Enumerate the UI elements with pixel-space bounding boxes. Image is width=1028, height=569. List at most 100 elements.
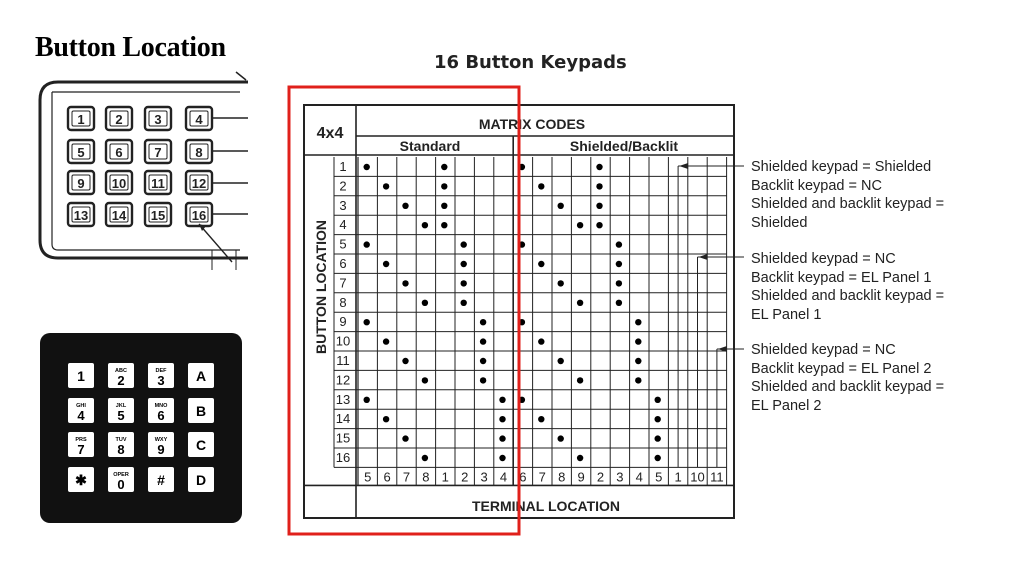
matrix-header: MATRIX CODES [479, 116, 585, 132]
key-frame [66, 105, 96, 132]
phone-key-face [68, 363, 94, 388]
matrix-dot [615, 241, 623, 248]
terminal-number: 7 [539, 469, 546, 484]
button-location-label: BUTTON LOCATION [313, 220, 329, 354]
terminal-number: 4 [500, 469, 507, 484]
phone-key-face [148, 467, 174, 492]
note-line: Shielded keypad = Shielded [751, 159, 932, 175]
keypad-key-13: 13 [66, 201, 96, 228]
key-face [71, 110, 91, 127]
key-label: 6 [115, 145, 122, 160]
keypad-key-15: 15 [143, 201, 173, 228]
key-frame [143, 169, 173, 196]
key-label: 13 [74, 208, 88, 223]
key-face [189, 206, 209, 223]
phone-key-face [188, 398, 214, 423]
terminal-number: 5 [364, 469, 371, 484]
matrix-dot [596, 202, 603, 209]
terminal-number: 2 [597, 469, 604, 484]
key-label: 11 [151, 176, 165, 191]
key-frame [66, 201, 96, 228]
phone-key-number: 6 [157, 408, 164, 423]
matrix-dot [382, 183, 390, 190]
keypad-key-6: 6 [104, 138, 134, 165]
matrix-dot [635, 319, 642, 326]
note-line: EL Panel 1 [751, 306, 822, 323]
matrix-dot [479, 338, 487, 345]
leader-arrow [717, 346, 727, 352]
phone-key-face [68, 467, 94, 492]
phone-key-number: C [196, 437, 206, 453]
matrix-dot [499, 435, 506, 442]
terminal-number: 3 [616, 469, 623, 484]
phone-key-face [148, 432, 174, 457]
note-line: Shielded and backlit keypad = [751, 288, 945, 304]
key-label: 15 [151, 208, 165, 223]
note-line: Backlit keypad = NC [751, 177, 882, 194]
matrix-dot [421, 299, 429, 306]
matrix-dot [402, 280, 409, 287]
phone-key-12: C [188, 432, 214, 457]
terminal-number: 11 [710, 469, 724, 484]
key-label: 3 [154, 112, 161, 127]
matrix-dot [382, 416, 390, 423]
keypad-key-5: 5 [66, 138, 96, 165]
phone-key-face [148, 363, 174, 388]
button-row-number: 15 [336, 431, 350, 446]
matrix-dot [460, 241, 467, 248]
phone-key-number: ✱ [75, 472, 87, 488]
key-label: 9 [77, 176, 84, 191]
phone-key-number: 5 [117, 408, 124, 423]
button-row-number: 9 [339, 314, 346, 329]
key-frame [104, 201, 134, 228]
terminal-number: 3 [480, 469, 487, 484]
matrix-dot [557, 280, 564, 287]
matrix-dot [363, 396, 370, 403]
terminal-number: 6 [519, 469, 526, 484]
matrix-dot [538, 183, 545, 190]
key-label: 10 [112, 176, 126, 191]
phone-key-number: D [196, 472, 206, 488]
terminal-number: 10 [690, 469, 704, 484]
button-row-number: 3 [339, 198, 346, 213]
key-face [109, 206, 129, 223]
keypad-key-11: 11 [143, 169, 173, 196]
matrix-dot [596, 183, 603, 190]
phone-key-number: 1 [77, 368, 85, 384]
highlight-box [287, 85, 521, 536]
matrix-dot [460, 299, 467, 306]
phone-key-number: 9 [157, 442, 164, 457]
matrix-dot [499, 454, 506, 462]
terminal-number: 7 [403, 469, 410, 484]
key-frame [104, 105, 134, 132]
matrix-dot [557, 435, 564, 442]
matrix-dot [557, 357, 564, 365]
terminal-number: 1 [674, 469, 681, 484]
button-row-number: 7 [339, 275, 346, 290]
matrix-dot [479, 357, 487, 365]
key-face [148, 143, 168, 160]
key-face [109, 143, 129, 160]
matrix-dot [654, 416, 661, 423]
button-row-number: 4 [339, 217, 346, 232]
matrix-dot [441, 163, 448, 171]
key-frame [143, 105, 173, 132]
matrix-dot [402, 202, 409, 209]
matrix-dot [557, 202, 564, 209]
phone-key-face [108, 363, 134, 388]
phone-key-number: 0 [117, 477, 124, 492]
key-frame [104, 169, 134, 196]
key-face [148, 110, 168, 127]
button-row-number: 8 [339, 295, 346, 310]
matrix-dot [576, 299, 584, 306]
key-face [148, 206, 168, 223]
phone-keypad-body [40, 333, 242, 523]
note-line: Backlit keypad = EL Panel 1 [751, 269, 932, 286]
matrix-dot [576, 454, 584, 462]
